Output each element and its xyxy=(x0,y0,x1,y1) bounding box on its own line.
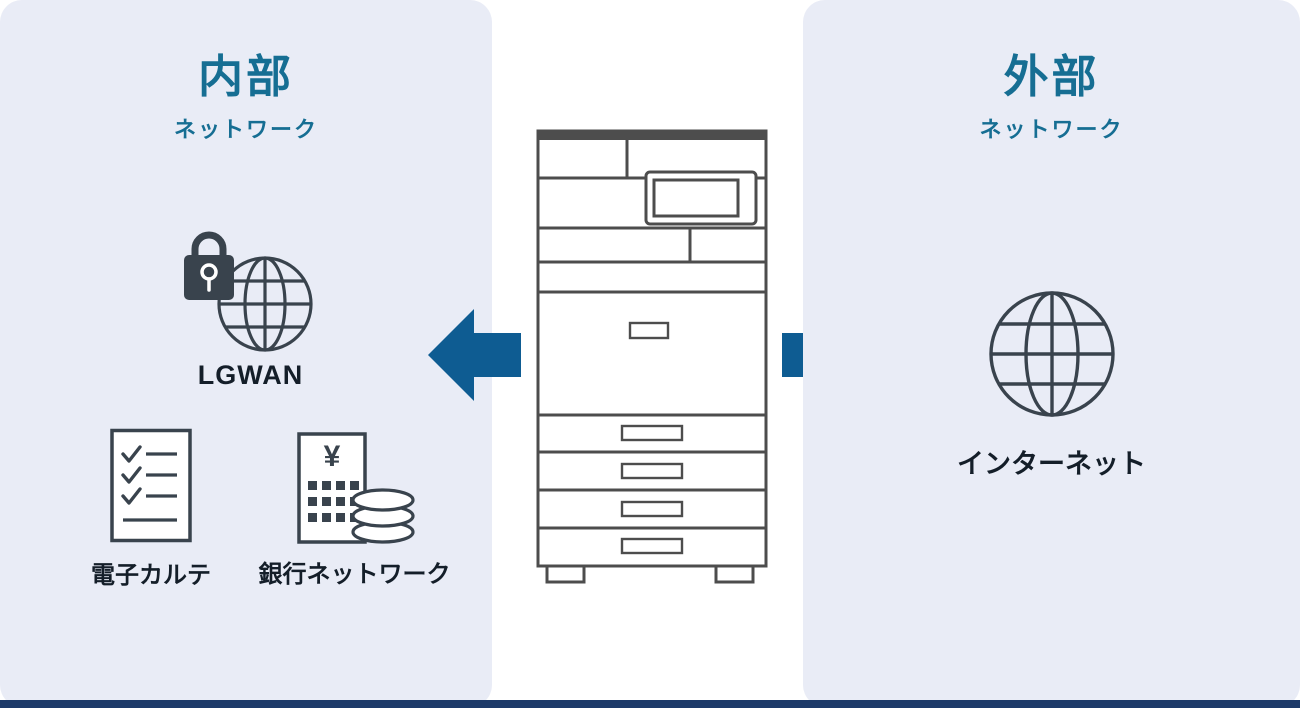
external-network-title: 外部 xyxy=(1003,51,1100,102)
external-network-subtitle: ネットワーク xyxy=(979,117,1124,142)
ehr-node: 電子カルテ xyxy=(70,428,232,590)
internet-node: インターネット xyxy=(955,284,1148,481)
arrow-left-icon xyxy=(428,309,521,401)
internet-label: インターネット xyxy=(957,449,1146,479)
bank-network-node: ¥ 銀行ネットワーク xyxy=(252,426,457,589)
external-network-panel: 外部 ネットワーク インターネット xyxy=(803,0,1300,707)
lgwan-label: LGWAN xyxy=(197,360,304,390)
lock-globe-icon xyxy=(184,231,313,352)
internet-globe-icon xyxy=(988,291,1115,417)
bank-network-label: 銀行ネットワーク xyxy=(258,561,451,588)
multifunction-printer-icon xyxy=(536,129,768,584)
bank-building-coins-icon: ¥ xyxy=(297,432,415,544)
medical-record-checklist-icon xyxy=(110,428,192,543)
internal-network-panel: 内部 ネットワーク LGWAN xyxy=(0,0,492,707)
yen-glyph: ¥ xyxy=(324,440,341,473)
ehr-label: 電子カルテ xyxy=(91,562,211,589)
internal-network-subtitle: ネットワーク xyxy=(173,117,318,142)
internal-network-title: 内部 xyxy=(197,51,294,102)
lgwan-node: LGWAN xyxy=(163,224,338,391)
bottom-accent-bar xyxy=(0,700,1300,708)
